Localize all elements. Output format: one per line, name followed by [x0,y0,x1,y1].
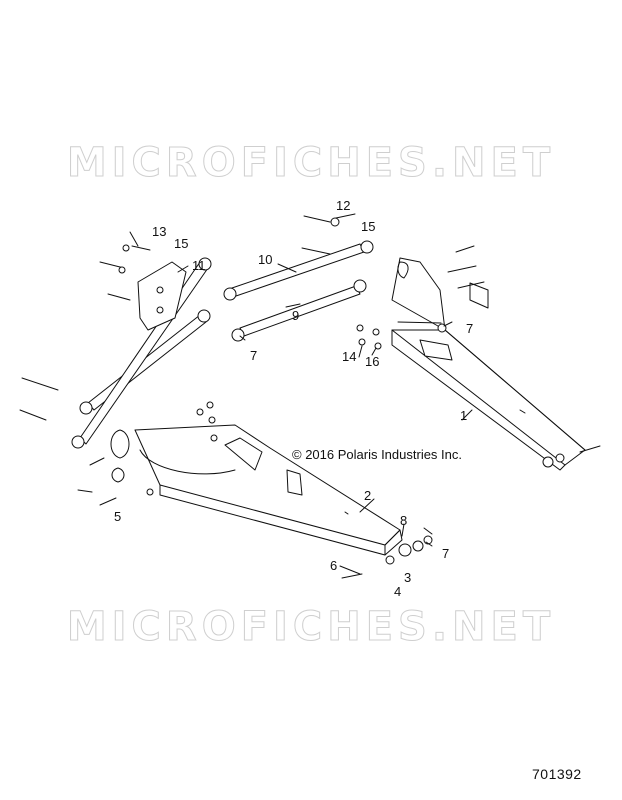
trailing-arm-right [391,257,586,471]
callout-9: 9 [292,308,299,323]
callout-labels: 1 2 3 4 5 6 7 7 7 8 9 10 11 12 13 14 15 … [114,198,473,599]
watermark-bottom: MICROFICHES.NET [66,604,556,651]
trailing-arm-left [110,424,403,556]
bolts [19,215,601,579]
link-9 [231,279,367,342]
watermark-top: MICROFICHES.NET [66,140,556,187]
callout-5: 5 [114,509,121,524]
callout-16: 16 [365,354,379,369]
bracket-11 [137,261,187,331]
callout-11: 11 [192,258,206,273]
document-number: 701392 [532,766,582,782]
callout-3: 3 [404,570,411,585]
callout-15a: 15 [174,236,188,251]
callout-10: 10 [258,252,272,267]
callout-8: 8 [400,513,407,528]
copyright-notice: © 2016 Polaris Industries Inc. [292,447,462,462]
callout-4: 4 [394,584,401,599]
callout-15b: 15 [361,219,375,234]
nuts-and-washers [118,217,565,565]
callout-7a: 7 [250,348,257,363]
callout-6: 6 [330,558,337,573]
callout-12: 12 [336,198,350,213]
callout-14: 14 [342,349,356,364]
callout-7c: 7 [442,546,449,561]
callout-7b: 7 [466,321,473,336]
callout-13: 13 [152,224,166,239]
link-10 [223,240,374,301]
leader-lines [129,213,473,575]
callout-1: 1 [460,408,467,423]
callout-2: 2 [364,488,371,503]
